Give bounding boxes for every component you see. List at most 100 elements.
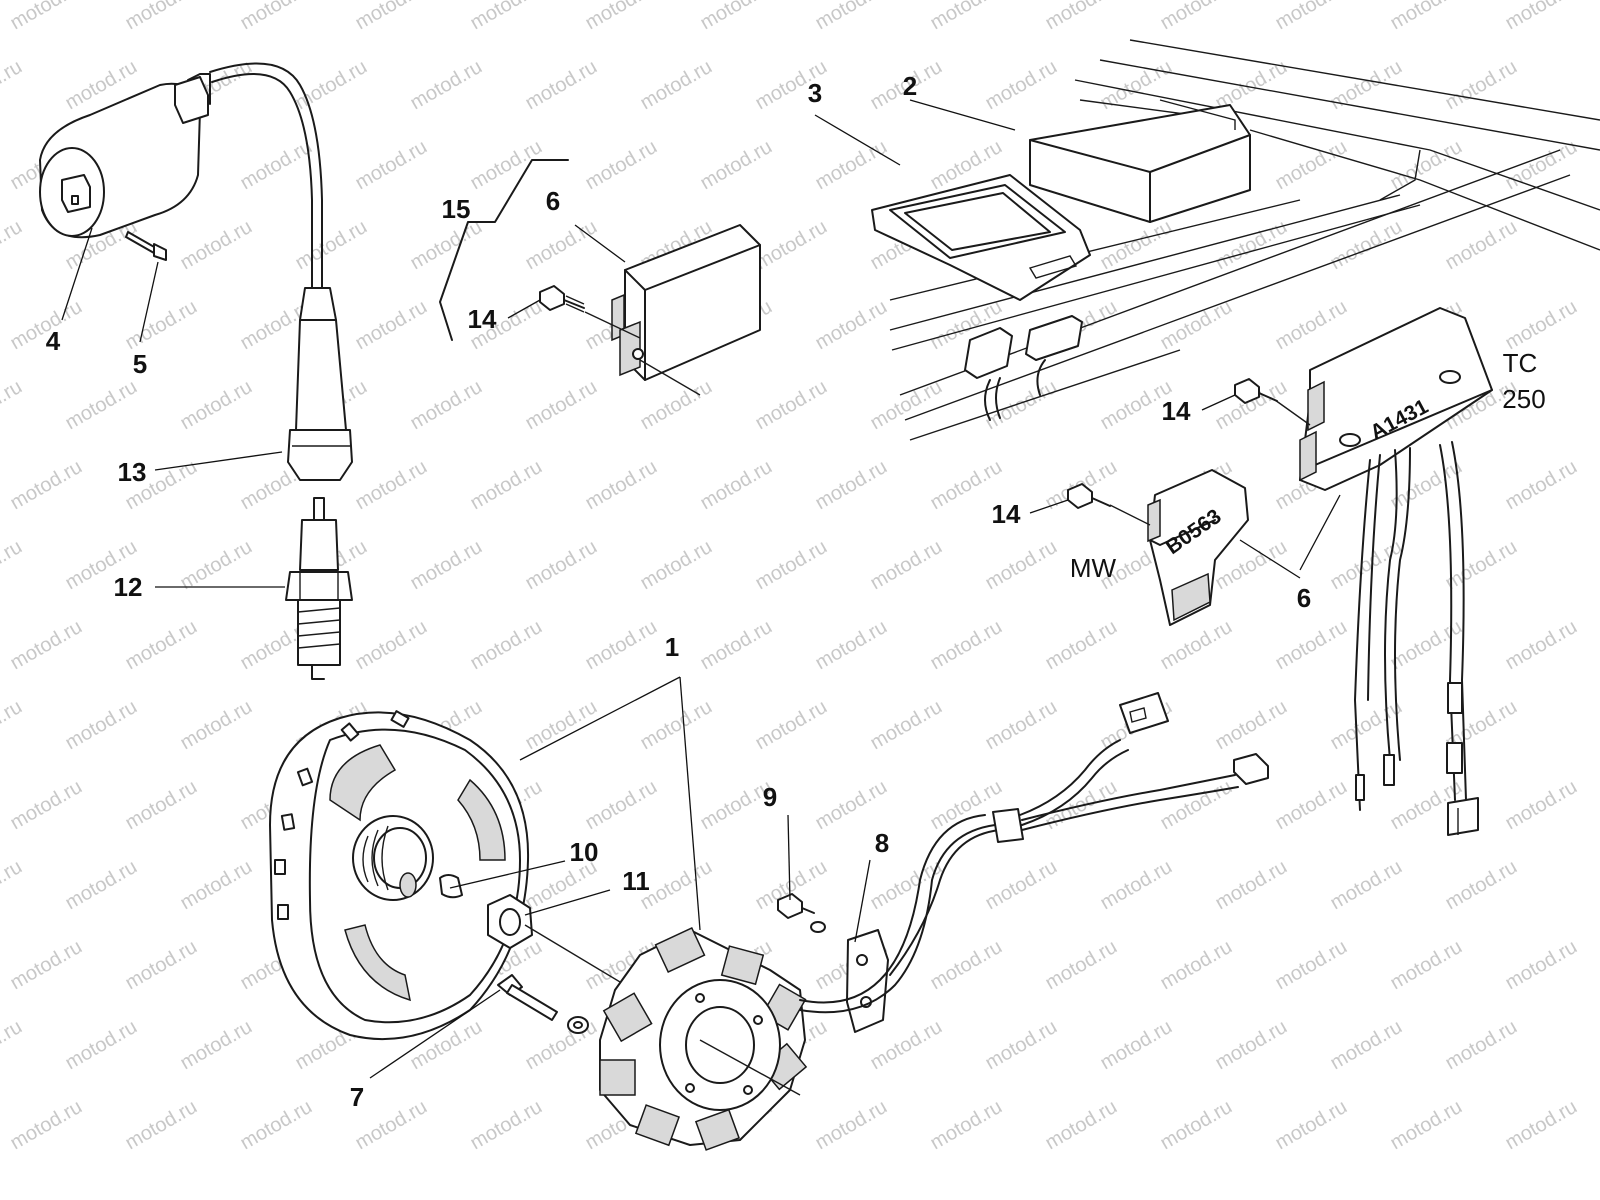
coil-screw-5: [125, 231, 167, 261]
callout-labels: 1 2 3 4 5 6 6 7 8 9 10 11 12 13 14 14 14…: [46, 71, 1311, 1112]
watermark-text: motod.ru: [1387, 1096, 1466, 1155]
stator-harness: [799, 692, 1269, 1014]
watermark-text: motod.ru: [122, 0, 201, 34]
watermark-text: motod.ru: [867, 696, 946, 755]
watermark-text: motod.ru: [927, 936, 1006, 995]
watermark-text: motod.ru: [1157, 0, 1236, 34]
regulator-tc250: A1431: [1299, 307, 1493, 491]
variant-notes: TC 250 MW: [1070, 348, 1546, 583]
watermark-text: motod.ru: [1502, 776, 1581, 835]
watermark-text: motod.ru: [1042, 936, 1121, 995]
watermark-text: motod.ru: [867, 1016, 946, 1075]
watermark-text: motod.ru: [122, 296, 201, 355]
watermark-text: motod.ru: [1442, 216, 1521, 275]
watermark-text: motod.ru: [1327, 696, 1406, 755]
watermark-text: motod.ru: [407, 216, 486, 275]
watermark-text: motod.ru: [637, 536, 716, 595]
watermark-layer: motod.ru motod.ru motod.ru motod.ru motod.ru…: [0, 0, 1581, 1154]
screw-14-middle: [1067, 483, 1151, 526]
watermark-text: motod.ru: [352, 456, 431, 515]
watermark-text: motod.ru: [982, 696, 1061, 755]
watermark-text: motod.ru: [697, 616, 776, 675]
watermark-text: motod.ru: [407, 536, 486, 595]
watermark-text: motod.ru: [522, 376, 601, 435]
watermark-text: motod.ru: [637, 56, 716, 115]
callout-14-upper: 14: [468, 304, 497, 334]
watermark-text: motod.ru: [927, 0, 1006, 34]
watermark-text: motod.ru: [812, 136, 891, 195]
watermark-text: motod.ru: [62, 376, 141, 435]
group-brace-15: [439, 159, 569, 341]
watermark-text: motod.ru: [1157, 296, 1236, 355]
watermark-text: motod.ru: [407, 56, 486, 115]
leader-lines: [61, 99, 1341, 1079]
callout-1: 1: [665, 632, 679, 662]
watermark-text: motod.ru: [1272, 616, 1351, 675]
screw-14-upper: [539, 285, 585, 313]
watermark-text: motod.ru: [982, 536, 1061, 595]
watermark-text: motod.ru: [582, 776, 661, 835]
callout-5: 5: [133, 349, 147, 379]
stator: [599, 926, 808, 1151]
watermark-text: motod.ru: [122, 936, 201, 995]
watermark-text: motod.ru: [122, 616, 201, 675]
watermark-text: motod.ru: [1442, 56, 1521, 115]
watermark-text: motod.ru: [867, 376, 946, 435]
watermark-text: motod.ru: [812, 296, 891, 355]
flywheel-nut: [487, 894, 651, 1001]
wiring-loom-connectors: [964, 315, 1083, 421]
spark-plug-cap: [287, 287, 353, 481]
watermark-text: motod.ru: [177, 216, 256, 275]
watermark-text: motod.ru: [752, 376, 831, 435]
watermark-text: motod.ru: [62, 1016, 141, 1075]
watermark-text: motod.ru: [982, 56, 1061, 115]
watermark-text: motod.ru: [7, 0, 86, 34]
watermark-text: motod.ru: [1157, 616, 1236, 675]
watermark-text: motod.ru: [812, 1096, 891, 1155]
watermark-text: motod.ru: [1272, 0, 1351, 34]
callout-6-lower: 6: [1297, 583, 1311, 613]
watermark-text: motod.ru: [177, 856, 256, 915]
watermark-text: motod.ru: [1442, 856, 1521, 915]
wire-grommet: [846, 929, 889, 1033]
watermark-text: motod.ru: [237, 1096, 316, 1155]
screw-14-right: [1234, 378, 1311, 426]
watermark-text: motod.ru: [1212, 216, 1291, 275]
watermark-text: motod.ru: [352, 616, 431, 675]
callout-6-upper: 6: [546, 186, 560, 216]
grommet-screw-9: [777, 893, 826, 933]
watermark-text: motod.ru: [697, 136, 776, 195]
watermark-text: motod.ru: [1212, 696, 1291, 755]
watermark-text: motod.ru: [812, 456, 891, 515]
watermark-text: motod.ru: [1387, 136, 1466, 195]
watermark-text: motod.ru: [522, 56, 601, 115]
watermark-text: motod.ru: [1272, 1096, 1351, 1155]
watermark-text: motod.ru: [0, 216, 26, 275]
watermark-text: motod.ru: [352, 136, 431, 195]
callout-15: 15: [442, 194, 471, 224]
watermark-text: motod.ru: [582, 136, 661, 195]
watermark-text: motod.ru: [7, 456, 86, 515]
watermark-text: motod.ru: [237, 0, 316, 34]
watermark-text: motod.ru: [1272, 296, 1351, 355]
watermark-text: motod.ru: [1387, 0, 1466, 34]
watermark-text: motod.ru: [752, 216, 831, 275]
watermark-text: motod.ru: [1212, 856, 1291, 915]
watermark-text: motod.ru: [177, 1016, 256, 1075]
cdi-unit: [1029, 99, 1251, 223]
watermark-text: motod.ru: [467, 456, 546, 515]
watermark-text: motod.ru: [122, 776, 201, 835]
watermark-text: motod.ru: [292, 56, 371, 115]
watermark-text: motod.ru: [1212, 1016, 1291, 1075]
watermark-text: motod.ru: [1442, 1016, 1521, 1075]
watermark-text: motod.ru: [1272, 776, 1351, 835]
watermark-text: motod.ru: [1502, 936, 1581, 995]
watermark-text: motod.ru: [867, 536, 946, 595]
watermark-text: motod.ru: [1157, 776, 1236, 835]
voltage-regulator-upper: [584, 224, 761, 396]
flywheel-rotor: [269, 710, 530, 1041]
regulator-tc250-wires: [1354, 441, 1479, 836]
watermark-text: motod.ru: [0, 536, 26, 595]
watermark-text: motod.ru: [982, 376, 1061, 435]
watermark-text: motod.ru: [1442, 536, 1521, 595]
